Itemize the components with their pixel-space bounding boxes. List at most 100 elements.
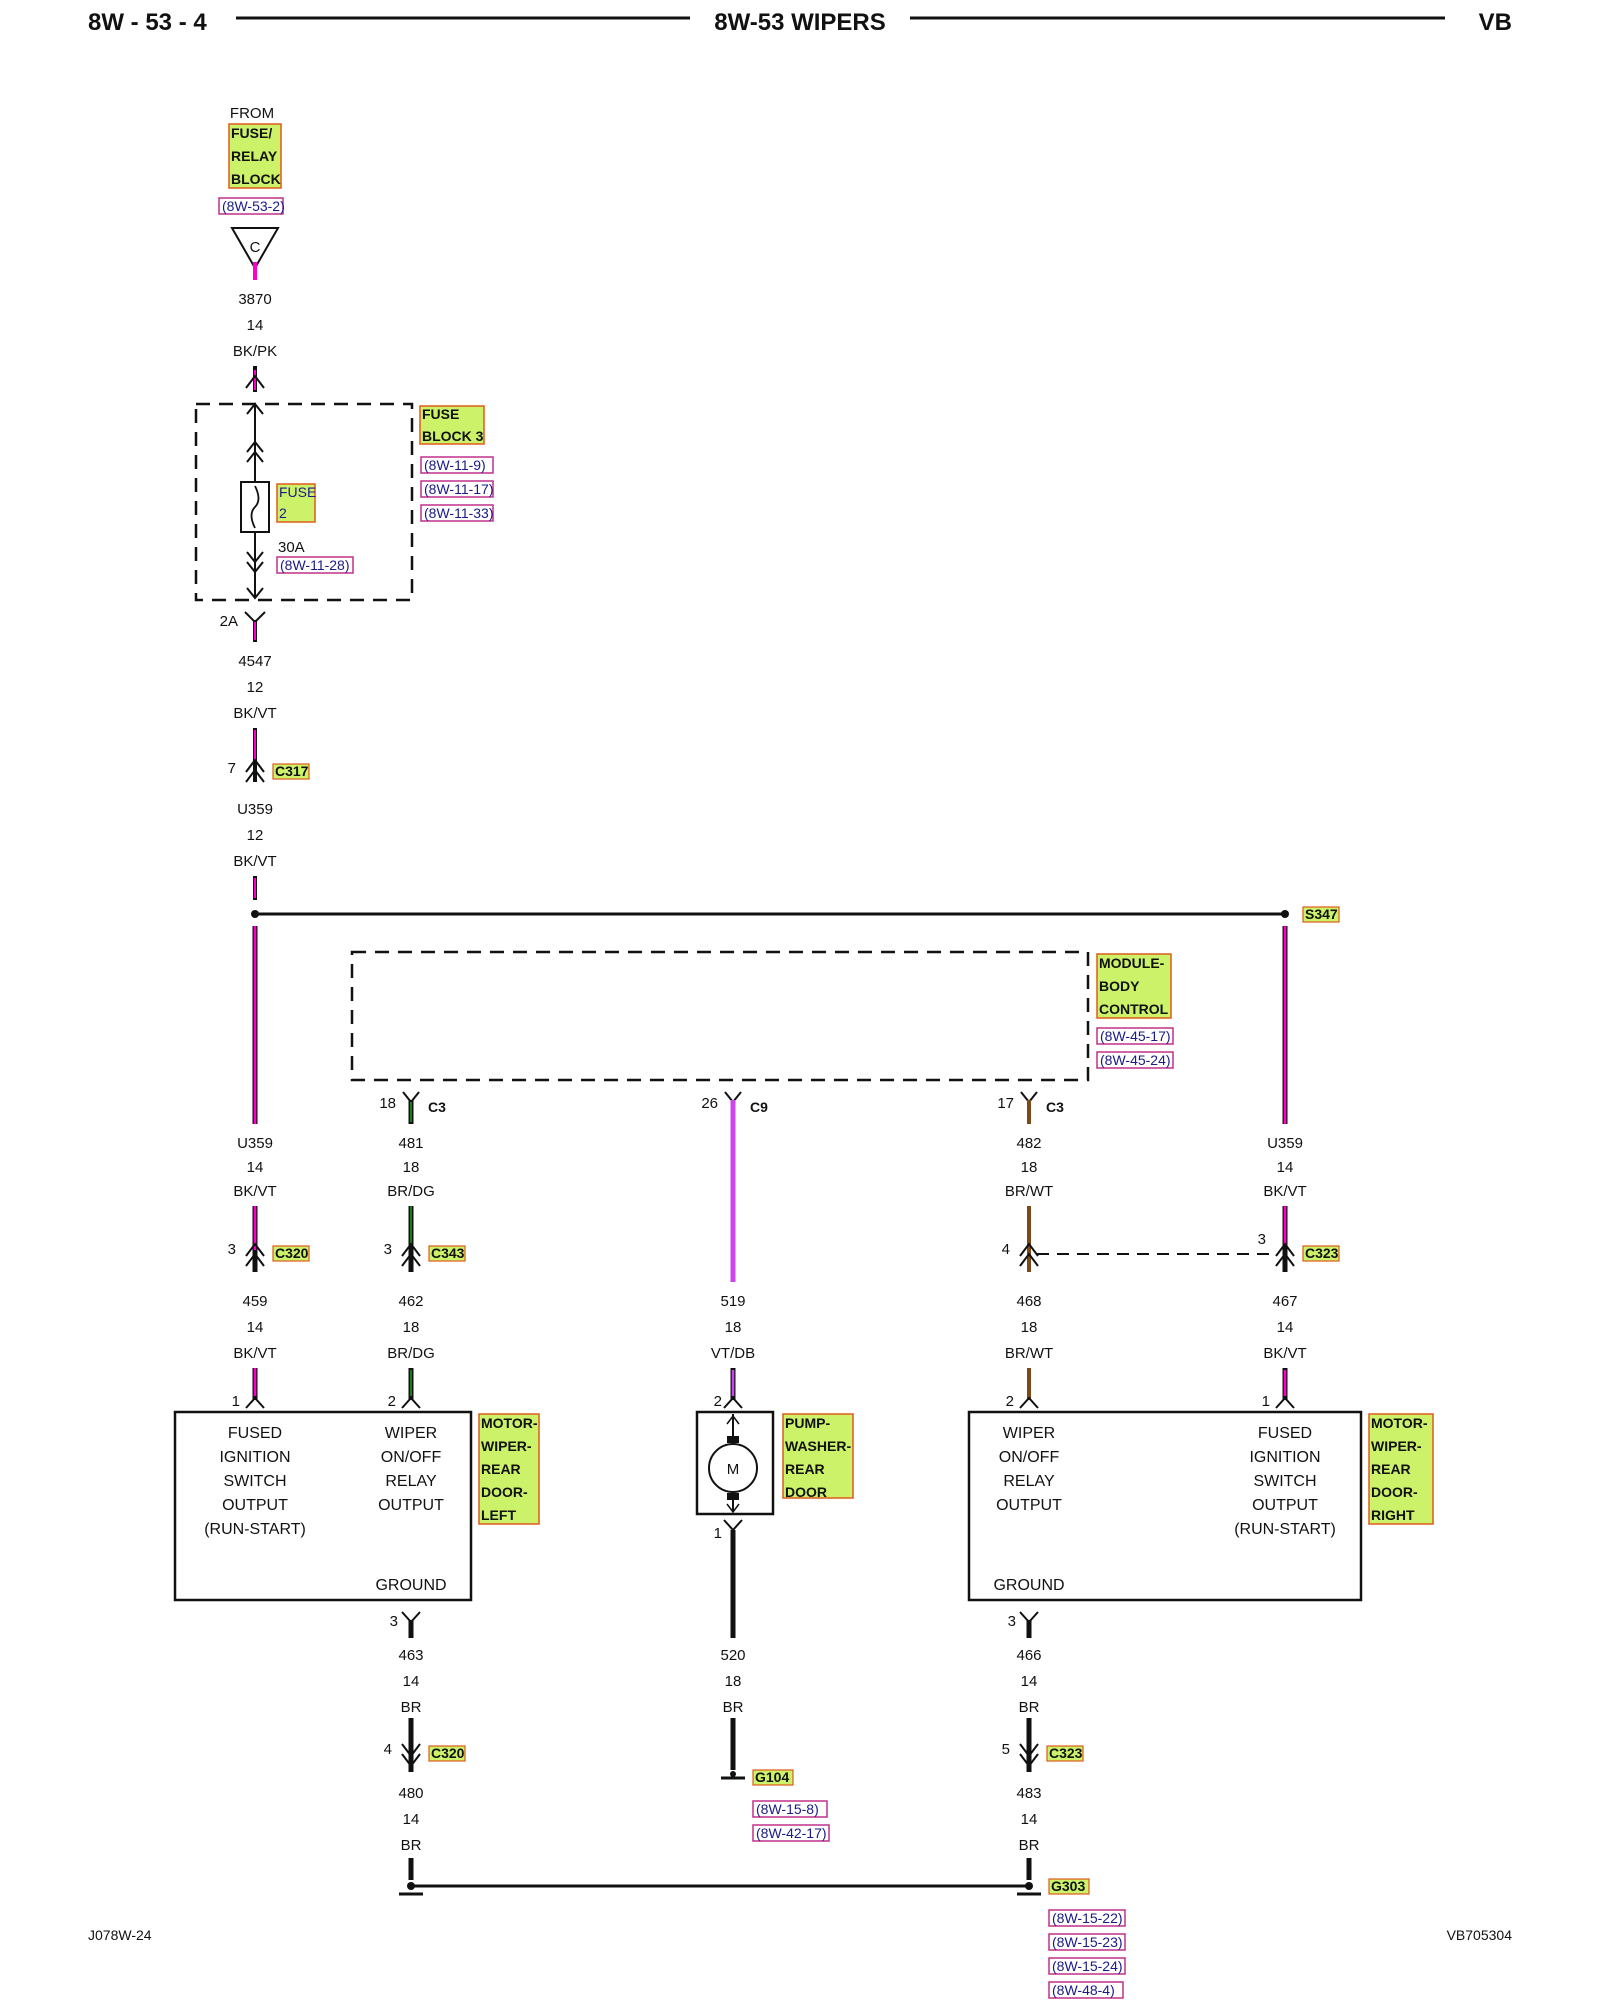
pump-pin-top: 2 <box>714 1393 722 1410</box>
motor-left-name-highlight <box>478 1413 540 1525</box>
motor-left-pin1-chevron <box>245 1396 265 1409</box>
g303-ref-box[interactable] <box>1048 1933 1126 1951</box>
c320-lower-chevron-1 <box>401 1743 421 1758</box>
c343-chevron-2 <box>401 1252 421 1267</box>
pump-name-line: REAR <box>785 1461 825 1477</box>
source-ref-link[interactable]: (8W-53-2) <box>222 198 285 214</box>
source-name-line: BLOCK <box>231 171 281 187</box>
g303-ref-box[interactable] <box>1048 1981 1124 1999</box>
body-control-module-outline <box>350 950 1090 1082</box>
motor-left-text: (RUN-START) <box>204 1521 306 1538</box>
c320-pin: 3 <box>228 1241 236 1258</box>
g104-node <box>730 1771 736 1777</box>
footer-right-code: VB705304 <box>1447 1927 1513 1943</box>
fuse-block-ref-box[interactable] <box>420 456 494 474</box>
fuse-ref-link[interactable]: (8W-11-28) <box>280 557 350 573</box>
bcm-ref-link[interactable]: (8W-45-24) <box>1100 1052 1171 1068</box>
wire-gauge: 14 <box>247 1319 264 1336</box>
wire-gauge: 12 <box>247 827 264 844</box>
c317-chevron-1 <box>245 758 265 773</box>
c343-name: C343 <box>431 1245 465 1261</box>
g104-ref-box[interactable] <box>752 1824 830 1842</box>
bcm-ref-link[interactable]: (8W-45-17) <box>1100 1028 1171 1044</box>
wire-gauge: 18 <box>1021 1159 1038 1176</box>
c323-chevron-left-1 <box>1019 1242 1039 1257</box>
fuse-chevron-bottom-2 <box>246 561 264 574</box>
c317-pin: 7 <box>228 760 236 777</box>
pump-name-line: WASHER- <box>785 1438 851 1454</box>
fuse-block-name-line: FUSE <box>422 406 459 422</box>
c317-name: C317 <box>275 763 309 779</box>
g104-ref-link[interactable]: (8W-15-8) <box>756 1801 819 1817</box>
wire-circuit: U359 <box>237 801 273 818</box>
fuse-block-ref-link[interactable]: (8W-11-9) <box>424 457 486 473</box>
bcm-name-highlight <box>1096 953 1172 1019</box>
wire-gauge: 14 <box>1021 1673 1038 1690</box>
motor-right-ground-pin: 3 <box>1008 1613 1016 1630</box>
motor-left-text: RELAY <box>385 1473 437 1490</box>
g303-ref-box[interactable] <box>1048 1957 1126 1975</box>
c343-pin: 3 <box>384 1241 392 1258</box>
motor-left-text: ON/OFF <box>381 1449 442 1466</box>
pump-motor-brush-top <box>727 1436 739 1443</box>
g303-ref-link[interactable]: (8W-15-23) <box>1052 1934 1123 1950</box>
g303-ref-box[interactable] <box>1048 1909 1126 1927</box>
c323-chevron-right-2 <box>1275 1252 1295 1267</box>
motor-left-name-line: WIPER- <box>481 1438 532 1454</box>
g104-name: G104 <box>755 1769 789 1785</box>
g104-ref-box[interactable] <box>752 1800 828 1818</box>
g104-ref-link[interactable]: (8W-42-17) <box>756 1825 827 1841</box>
motor-left-text: OUTPUT <box>378 1497 444 1514</box>
wire-color: BR <box>723 1699 744 1716</box>
motor-right-name-highlight <box>1368 1413 1434 1525</box>
wire-circuit: 463 <box>398 1647 423 1664</box>
ground-node-left <box>407 1882 415 1890</box>
wire-circuit: 483 <box>1016 1785 1041 1802</box>
source-ref-box[interactable] <box>218 197 284 215</box>
g303-ref-link[interactable]: (8W-48-4) <box>1052 1982 1115 1998</box>
motor-right-name-line: RIGHT <box>1371 1507 1415 1523</box>
pump-pin1-chevron <box>723 1519 743 1532</box>
c323-chevron-left-2 <box>1019 1252 1039 1267</box>
c323-lower-highlight <box>1046 1745 1084 1762</box>
fuse-block-ref-box[interactable] <box>420 480 494 498</box>
fuse-block-arrow-top <box>246 402 264 415</box>
fuse-block-ref-link[interactable]: (8W-11-17) <box>424 481 494 497</box>
c320-chevron-1 <box>245 1242 265 1257</box>
motor-right-text: FUSED <box>1258 1425 1312 1442</box>
g303-ref-link[interactable]: (8W-15-24) <box>1052 1958 1123 1974</box>
wire-gauge: 12 <box>247 679 264 696</box>
bcm-ref-box[interactable] <box>1096 1051 1174 1069</box>
wire-color: BR/WT <box>1005 1183 1053 1200</box>
fuse-chevron-bottom-1 <box>246 551 264 564</box>
c320-highlight <box>272 1245 310 1262</box>
wire-color: BK/VT <box>233 705 276 722</box>
pump-pin-bottom: 1 <box>714 1525 722 1542</box>
wire-color: BR/DG <box>387 1183 435 1200</box>
wire-gauge: 14 <box>1277 1319 1294 1336</box>
connector-c-symbol <box>230 227 280 271</box>
wire-color: BK/VT <box>233 1345 276 1362</box>
c323-pin-right: 3 <box>1258 1231 1266 1248</box>
wire-color: BR <box>1019 1837 1040 1854</box>
bcm-name-line: CONTROL <box>1099 1001 1169 1017</box>
fuse-block-ref-box[interactable] <box>420 504 494 522</box>
bcm-name-line: BODY <box>1099 978 1140 994</box>
motor-right-text: SWITCH <box>1253 1473 1316 1490</box>
fuse-block-ref-link[interactable]: (8W-11-33) <box>424 505 494 521</box>
motor-right-text: IGNITION <box>1249 1449 1320 1466</box>
wire-color: BK/VT <box>1263 1345 1306 1362</box>
page-number: 8W - 53 - 4 <box>88 9 207 36</box>
fuse-ref-box[interactable] <box>276 556 354 574</box>
c343-highlight <box>428 1245 466 1262</box>
wire-gauge: 18 <box>403 1159 420 1176</box>
g303-ref-link[interactable]: (8W-15-22) <box>1052 1910 1123 1926</box>
motor-right-text: OUTPUT <box>1252 1497 1318 1514</box>
bcm-pin26: 26 <box>701 1095 718 1112</box>
motor-left-text: OUTPUT <box>222 1497 288 1514</box>
wire-gauge: 14 <box>1277 1159 1294 1176</box>
fuse-block-name-line: BLOCK 3 <box>422 428 484 444</box>
motor-right-pin2: 2 <box>1006 1393 1014 1410</box>
source-from-label: FROM <box>230 105 274 122</box>
bcm-ref-box[interactable] <box>1096 1027 1174 1045</box>
